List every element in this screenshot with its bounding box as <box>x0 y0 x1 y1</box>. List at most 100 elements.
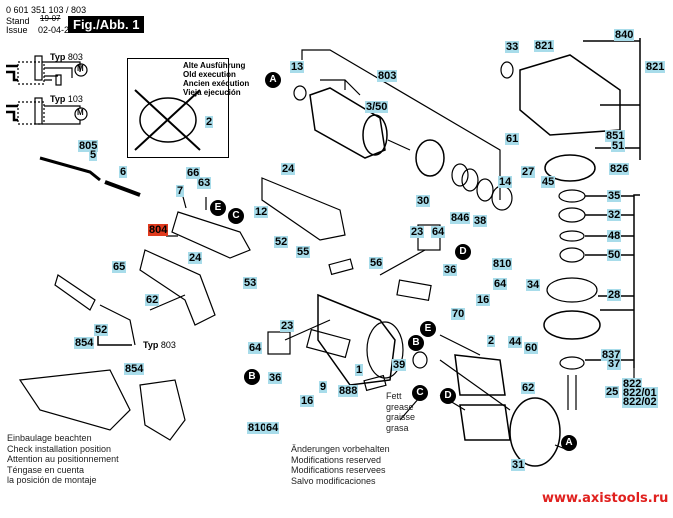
part-label[interactable]: 25 <box>605 386 620 398</box>
typ-value: 803 <box>67 52 83 62</box>
callout-d: D <box>440 388 456 404</box>
motor-symbol-103 <box>74 107 88 121</box>
install-note-line: Einbaulage beachten <box>7 433 92 443</box>
grease-note-line: grasa <box>386 422 409 433</box>
part-label[interactable]: 851 <box>605 130 626 142</box>
part-label[interactable]: 2 <box>205 116 214 128</box>
modifications-note-line: Modifications reserved <box>291 454 382 465</box>
part-label[interactable]: 50 <box>607 249 622 261</box>
part-label[interactable]: 66 <box>186 167 201 179</box>
old-execution-box <box>127 58 229 158</box>
part-label[interactable]: 12 <box>254 206 269 218</box>
part-label[interactable]: 840 <box>614 29 635 41</box>
part-label[interactable]: 826 <box>609 163 630 175</box>
stand-label: Stand <box>6 16 30 26</box>
part-label[interactable]: 63 <box>197 177 212 189</box>
part-label[interactable]: 16 <box>300 395 315 407</box>
install-note-line: Attention au positionnement <box>7 454 119 464</box>
modifications-note-line: Salvo modificaciones <box>291 475 376 486</box>
part-label[interactable]: 822/02 <box>622 396 658 408</box>
typ-value: 103 <box>67 94 83 104</box>
fan-baffle-shape <box>509 397 561 467</box>
part-label[interactable]: 33 <box>505 41 520 53</box>
typ-value: 803 <box>160 340 176 350</box>
part-label[interactable]: 45 <box>541 176 556 188</box>
part-label[interactable]: 854 <box>124 363 145 375</box>
part-label[interactable]: 65 <box>112 261 127 273</box>
part-label[interactable]: 62 <box>521 382 536 394</box>
old-execution-line: Old execution <box>183 70 236 79</box>
part-label[interactable]: 803 <box>377 70 398 82</box>
part-label[interactable]: 36 <box>443 264 458 276</box>
part-label[interactable]: 13 <box>290 61 305 73</box>
gear-housing-shape <box>519 54 621 136</box>
motor-m-803: M <box>77 64 84 73</box>
part-number: 0 601 351 103 / 803 <box>6 5 87 15</box>
armature-shape <box>309 87 386 159</box>
part-label[interactable]: 810 <box>247 422 268 434</box>
motor-symbol-803 <box>74 63 88 77</box>
part-label[interactable]: 821 <box>534 40 555 52</box>
callout-a: A <box>561 435 577 451</box>
typ-word: Typ <box>50 52 66 62</box>
figure-label: Fig./Abb. 1 <box>68 16 145 33</box>
part-label[interactable]: 64 <box>248 342 263 354</box>
part-label[interactable]: 61 <box>505 133 520 145</box>
part-label[interactable]: 37 <box>607 358 622 370</box>
callout-b: B <box>244 369 260 385</box>
part-label[interactable]: 1 <box>355 364 364 376</box>
part-label-highlighted[interactable]: 804 <box>148 224 169 236</box>
install-note-line: la posición de montaje <box>7 475 97 485</box>
part-label[interactable]: 52 <box>274 236 289 248</box>
grease-note-line: Fett <box>386 391 402 401</box>
part-label[interactable]: 28 <box>607 289 622 301</box>
part-label[interactable]: 5 <box>89 149 98 161</box>
callout-d: D <box>455 244 471 260</box>
part-label[interactable]: 810 <box>492 258 513 270</box>
install-note: Einbaulage beachten Check installation p… <box>7 433 119 486</box>
part-label[interactable]: 854 <box>74 337 95 349</box>
modifications-note-line: Modifications reservees <box>291 465 386 475</box>
part-label[interactable]: 24 <box>188 252 203 264</box>
part-label[interactable]: 9 <box>319 381 328 393</box>
part-label[interactable]: 64 <box>265 422 280 434</box>
typ-word: Typ <box>143 340 159 350</box>
part-label[interactable]: 7 <box>176 185 185 197</box>
part-label[interactable]: 51 <box>611 140 626 152</box>
part-label[interactable]: 23 <box>280 320 295 332</box>
part-label[interactable]: 39 <box>392 359 407 371</box>
part-label[interactable]: 60 <box>524 342 539 354</box>
part-label[interactable]: 24 <box>281 163 296 175</box>
part-label[interactable]: 30 <box>416 195 431 207</box>
part-label[interactable]: 846 <box>450 212 471 224</box>
part-label[interactable]: 32 <box>607 209 622 221</box>
part-label[interactable]: 35 <box>607 190 622 202</box>
part-label[interactable]: 6 <box>119 166 128 178</box>
part-label[interactable]: 70 <box>451 308 466 320</box>
part-label[interactable]: 64 <box>431 226 446 238</box>
part-label[interactable]: 44 <box>508 336 523 348</box>
part-label[interactable]: 2 <box>487 335 496 347</box>
part-label[interactable]: 55 <box>296 246 311 258</box>
part-label[interactable]: 34 <box>526 279 541 291</box>
part-label[interactable]: 27 <box>521 166 536 178</box>
part-label[interactable]: 821 <box>645 61 666 73</box>
part-label[interactable]: 62 <box>145 294 160 306</box>
part-label[interactable]: 56 <box>369 257 384 269</box>
part-label[interactable]: 64 <box>493 278 508 290</box>
part-label[interactable]: 53 <box>243 277 258 289</box>
part-label[interactable]: 48 <box>607 230 622 242</box>
part-label[interactable]: 31 <box>511 459 526 471</box>
part-label[interactable]: 23 <box>410 226 425 238</box>
part-label[interactable]: 3/50 <box>365 101 389 113</box>
part-label[interactable]: 52 <box>94 324 109 336</box>
part-label[interactable]: 36 <box>268 372 283 384</box>
old-date: 19-07 <box>40 14 61 23</box>
issue-date: 02-04-25 <box>38 25 75 35</box>
part-label[interactable]: 38 <box>473 215 488 227</box>
watermark-link[interactable]: www.axistools.ru <box>542 491 669 506</box>
part-label[interactable]: 888 <box>338 385 359 397</box>
part-label[interactable]: 16 <box>476 294 491 306</box>
old-execution-line: Alte Ausführung <box>183 61 246 70</box>
part-label[interactable]: 14 <box>498 176 513 188</box>
